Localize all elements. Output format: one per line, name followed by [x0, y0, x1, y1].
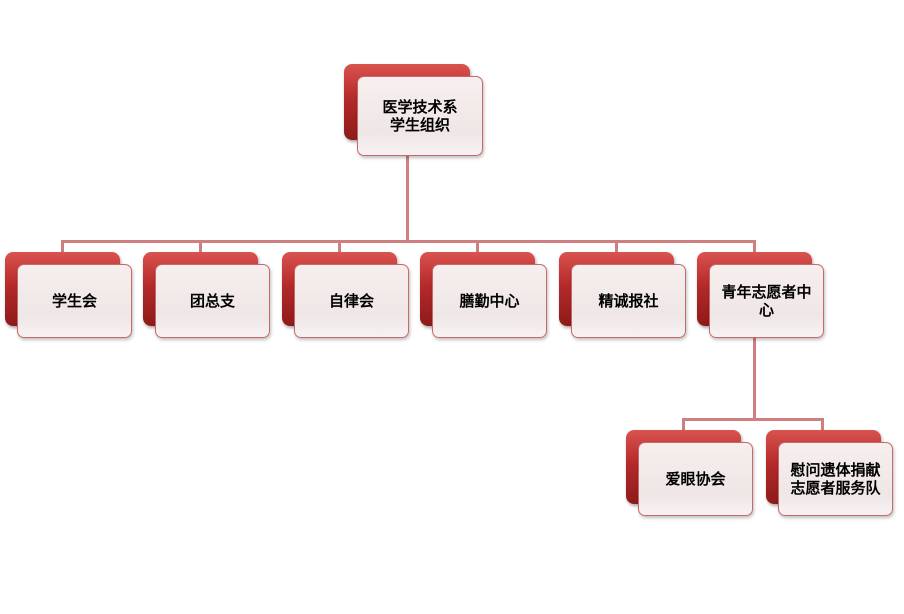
connector-drop	[753, 240, 756, 254]
connector-drop	[61, 240, 64, 254]
connector-drop	[615, 240, 618, 254]
org-node-student-union[interactable]: 学生会	[5, 252, 132, 344]
node-label: 团总支	[155, 264, 270, 338]
org-node-league-branch[interactable]: 团总支	[143, 252, 270, 344]
node-label: 膳勤中心	[432, 264, 547, 338]
connector-drop	[199, 240, 202, 254]
connector-level2-bar	[682, 418, 824, 421]
connector-drop	[682, 418, 685, 432]
node-label: 爱眼协会	[638, 442, 753, 516]
node-label: 自律会	[294, 264, 409, 338]
connector-level1-bar	[61, 240, 756, 243]
connector-root-down	[406, 150, 409, 243]
org-node-eye-care[interactable]: 爱眼协会	[626, 430, 753, 522]
node-label: 医学技术系 学生组织	[357, 76, 483, 156]
connector-drop	[476, 240, 479, 254]
node-label: 慰问遗体捐献志愿者服务队	[778, 442, 893, 516]
node-label: 学生会	[17, 264, 132, 338]
connector-drop	[338, 240, 341, 254]
org-node-newspaper[interactable]: 精诚报社	[559, 252, 686, 344]
connector-drop	[821, 418, 824, 432]
org-node-body-donation-volunteers[interactable]: 慰问遗体捐献志愿者服务队	[766, 430, 893, 522]
node-label: 精诚报社	[571, 264, 686, 338]
org-node-self-discipline[interactable]: 自律会	[282, 252, 409, 344]
connector-volunteer-down	[753, 336, 756, 420]
org-node-volunteer-center[interactable]: 青年志愿者中心	[697, 252, 824, 344]
org-node-catering-center[interactable]: 膳勤中心	[420, 252, 547, 344]
node-label: 青年志愿者中心	[709, 264, 824, 338]
org-node-root[interactable]: 医学技术系 学生组织	[344, 64, 483, 156]
